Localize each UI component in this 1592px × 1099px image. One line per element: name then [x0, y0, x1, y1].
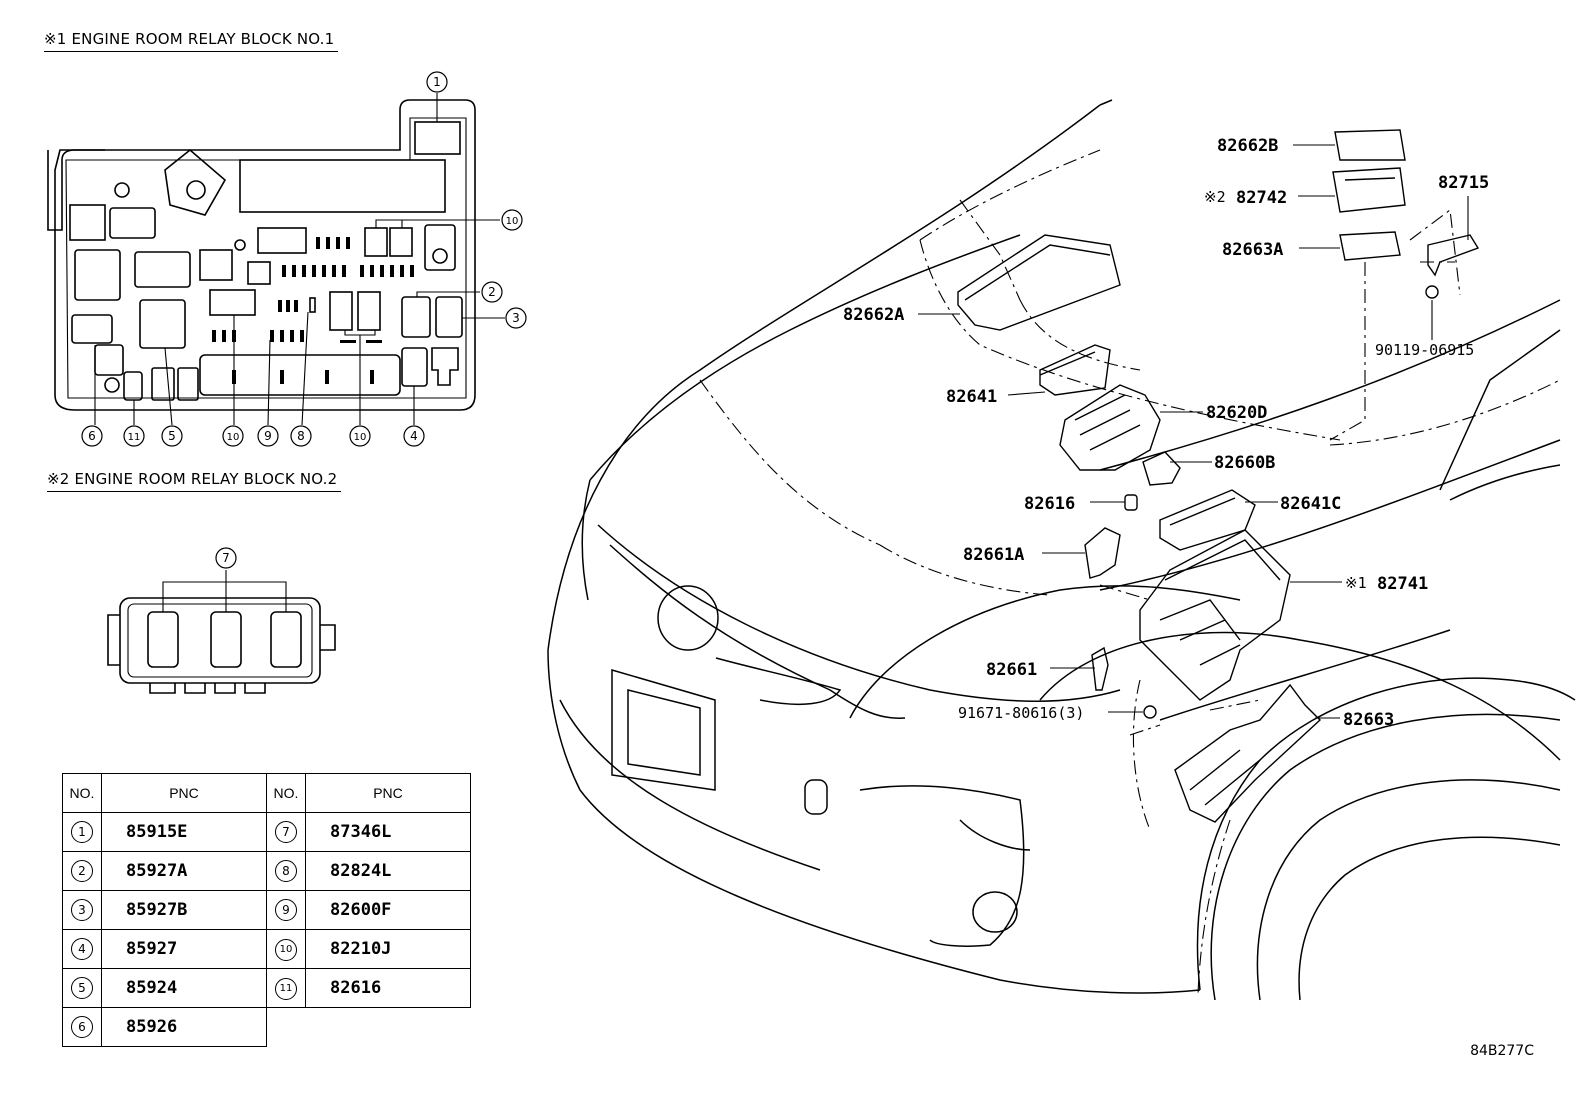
svg-text:7: 7	[222, 551, 230, 565]
label-82620D: 82620D	[1206, 403, 1267, 423]
label-82741: 82741	[1377, 574, 1428, 594]
table-header-row: NO. PNC NO. PNC	[62, 773, 471, 813]
label-82661: 82661	[986, 660, 1037, 680]
label-91671-80616: 91671-80616(3)	[958, 704, 1084, 722]
row-number: 2	[71, 860, 93, 882]
row-pnc: 85927	[101, 929, 267, 969]
label-82616: 82616	[1024, 494, 1075, 514]
block1-title: ※1 ENGINE ROOM RELAY BLOCK NO.1	[44, 30, 339, 52]
car-hidden-lines	[699, 149, 1561, 996]
car-outline	[547, 99, 1576, 1001]
figure-code: 84B277C	[1470, 1043, 1534, 1059]
header-no-left: NO.	[62, 773, 102, 813]
part-leaders	[918, 144, 1469, 719]
table-row: 3 85927B 9 82600F	[62, 890, 471, 930]
callout-4: 4	[403, 425, 425, 447]
callout-8: 8	[290, 425, 312, 447]
callout-1: 1	[426, 71, 448, 93]
row-number: 8	[275, 860, 297, 882]
svg-text:8: 8	[297, 429, 305, 443]
label-82741-mark: ※1	[1345, 574, 1367, 592]
row-pnc: 85926	[101, 1007, 267, 1047]
row-pnc: 85927A	[101, 851, 267, 891]
label-82661A: 82661A	[963, 545, 1024, 565]
table-row: 6 85926	[62, 1007, 471, 1047]
label-82715: 82715	[1438, 173, 1489, 193]
pnc-table: NO. PNC NO. PNC 1 85915E 7 87346L 2 8592…	[62, 773, 471, 1047]
label-82641C: 82641C	[1280, 494, 1341, 514]
row-pnc: 85915E	[101, 812, 267, 852]
label-82662A: 82662A	[843, 305, 904, 325]
header-pnc-right: PNC	[305, 773, 471, 813]
callout-10a: 10	[501, 209, 523, 231]
svg-text:1: 1	[433, 75, 441, 89]
svg-text:6: 6	[88, 429, 96, 443]
svg-text:10: 10	[354, 432, 367, 443]
svg-text:10: 10	[506, 216, 519, 227]
callout-10c: 10	[349, 425, 371, 447]
relay-block-no2	[107, 570, 336, 694]
svg-text:10: 10	[227, 432, 240, 443]
label-82742: 82742	[1236, 188, 1287, 208]
row-number: 9	[275, 899, 297, 921]
label-82662B: 82662B	[1217, 136, 1278, 156]
svg-text:4: 4	[410, 429, 418, 443]
row-number: 3	[71, 899, 93, 921]
callout-markers: 1 10 2 3 6 11 5 10 9 8 10 4 7	[81, 71, 527, 569]
table-row: 2 85927A 8 82824L	[62, 851, 471, 891]
row-number: 6	[71, 1016, 93, 1038]
block2-title: ※2 ENGINE ROOM RELAY BLOCK NO.2	[47, 470, 342, 492]
header-no-right: NO.	[266, 773, 306, 813]
row-pnc: 82824L	[305, 851, 471, 891]
callout-5: 5	[161, 425, 183, 447]
label-82641: 82641	[946, 387, 997, 407]
callout-3: 3	[505, 307, 527, 329]
callout-6: 6	[81, 425, 103, 447]
row-number: 4	[71, 938, 93, 960]
row-number: 5	[71, 977, 93, 999]
callout-11: 11	[123, 425, 145, 447]
header-pnc-left: PNC	[101, 773, 267, 813]
table-row: 1 85915E 7 87346L	[62, 812, 471, 852]
svg-text:2: 2	[488, 285, 496, 299]
row-pnc: 85924	[101, 968, 267, 1008]
svg-text:3: 3	[512, 311, 520, 325]
label-82660B: 82660B	[1214, 453, 1275, 473]
svg-text:5: 5	[168, 429, 176, 443]
table-row: 5 85924 11 82616	[62, 968, 471, 1008]
callout-7: 7	[215, 547, 237, 569]
row-pnc: 87346L	[305, 812, 471, 852]
label-82663: 82663	[1343, 710, 1394, 730]
part-labels: 82662B ※2 82742 82715 82663A 90119-06915…	[843, 136, 1489, 730]
row-number: 10	[275, 939, 297, 961]
callout-2: 2	[481, 281, 503, 303]
row-number: 11	[275, 978, 297, 1000]
row-pnc: 85927B	[101, 890, 267, 930]
parts-exploded	[957, 129, 1480, 823]
row-pnc: 82616	[305, 968, 471, 1008]
callout-10b: 10	[222, 425, 244, 447]
row-pnc: 82600F	[305, 890, 471, 930]
label-90119-06915: 90119-06915	[1375, 341, 1474, 359]
svg-text:11: 11	[128, 432, 141, 443]
svg-text:9: 9	[264, 429, 272, 443]
label-82742-mark: ※2	[1204, 188, 1226, 206]
callout-9: 9	[257, 425, 279, 447]
row-number: 1	[71, 821, 93, 843]
label-82663A: 82663A	[1222, 240, 1283, 260]
table-row: 4 85927 10 82210J	[62, 929, 471, 969]
row-pnc: 82210J	[305, 929, 471, 969]
row-number: 7	[275, 821, 297, 843]
relay-block-no1	[47, 93, 505, 426]
